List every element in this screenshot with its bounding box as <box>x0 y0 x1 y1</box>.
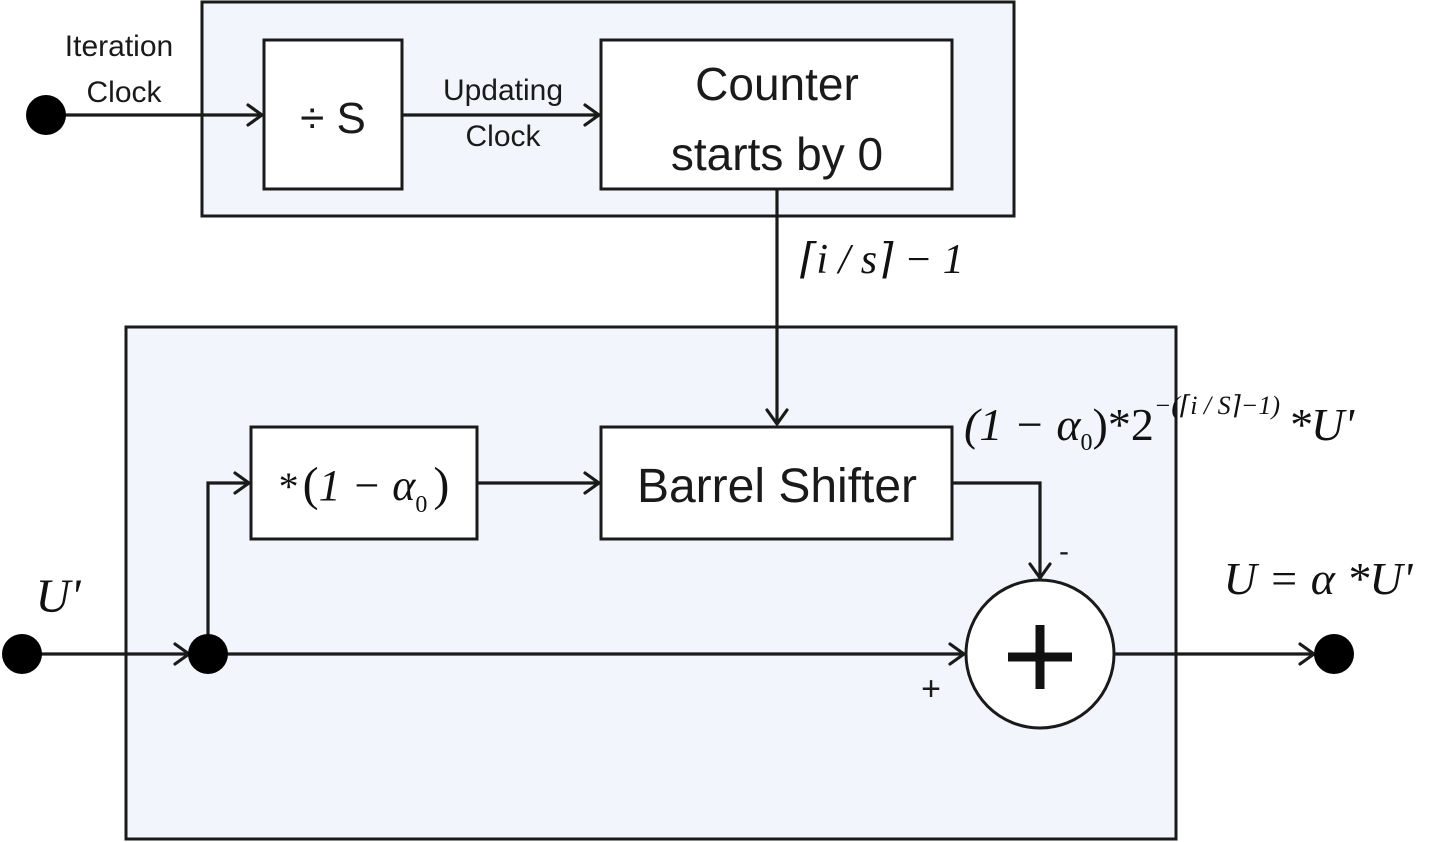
shifter-output-label: (1 − α0)*2−(⌈i / S⌉−1)*U' <box>964 391 1355 456</box>
updating-clock-label: Updating <box>443 74 563 107</box>
u-prime-label: U' <box>36 570 82 623</box>
output-terminal <box>1314 634 1354 674</box>
shift-amount-label: ⌈i / s⌉ − 1 <box>800 237 964 283</box>
output-label: U = α *U' <box>1224 553 1414 604</box>
arrow-head-icon <box>246 103 264 127</box>
divide-by-s-block <box>262 38 404 191</box>
counter-block <box>599 38 954 191</box>
minus-sign-label: - <box>1059 535 1069 568</box>
iteration-clock-terminal <box>26 95 66 135</box>
arrow-head-icon <box>1028 562 1052 580</box>
multiplier-block <box>249 425 479 541</box>
arrow-head-icon <box>583 103 601 127</box>
iteration-clock-label-2: Clock <box>86 76 162 109</box>
barrel-shifter-label: Barrel Shifter <box>637 460 917 513</box>
plus-sign-label: + <box>921 670 941 708</box>
multiplier-label: *(1 − α0) <box>279 458 450 518</box>
shifter-to-adder-wire <box>952 481 1042 578</box>
updating-clock-label-2: Clock <box>465 120 541 153</box>
branch-to-multiplier-wire <box>206 481 249 654</box>
arrow-head-icon <box>233 471 251 495</box>
counter-label-2: starts by 0 <box>671 128 883 180</box>
divider-label: ÷ S <box>300 94 366 143</box>
iteration-clock-label: Iteration <box>65 30 173 63</box>
arrow-head-icon <box>948 642 966 666</box>
datapath-panel <box>124 325 1178 841</box>
u-prime-input-terminal <box>2 634 42 674</box>
arrow-head-icon <box>583 471 601 495</box>
barrel-shifter-block <box>599 425 954 541</box>
arrow-head-icon <box>765 408 789 426</box>
counter-label: Counter <box>695 58 859 110</box>
branch-junction <box>188 634 228 674</box>
